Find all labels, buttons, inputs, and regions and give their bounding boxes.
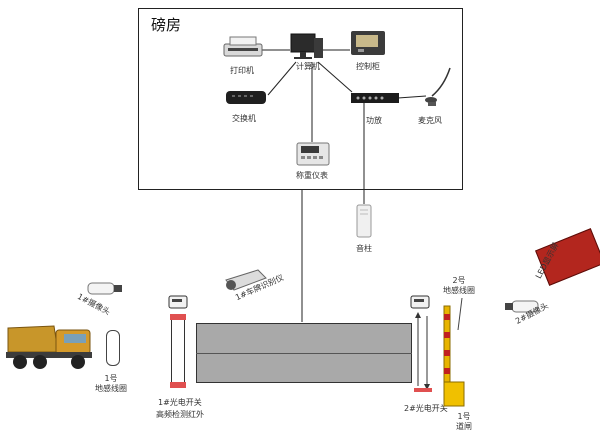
loop-coil-1	[106, 330, 120, 366]
photo-switch2-label: 2#光电开关	[404, 404, 448, 413]
weighbridge-room	[138, 8, 463, 190]
infrared-column	[171, 314, 185, 388]
camera1-icon	[87, 282, 122, 295]
loop1-label-line2: 地感线圈	[95, 384, 127, 393]
barrier-label-line2: 道闸	[456, 422, 472, 431]
loop2-leader	[457, 297, 463, 331]
photo-switch2-head-icon	[410, 295, 430, 309]
computer-label: 计算机	[296, 62, 320, 71]
plate-camera-icon	[225, 269, 267, 291]
room-title: 磅房	[151, 16, 182, 34]
microphone-icon	[425, 67, 451, 106]
scale-platform-divider	[196, 353, 412, 354]
amplifier-icon	[351, 93, 399, 103]
loop2-label-line2: 地感线圈	[443, 286, 475, 295]
infrared-bottom-cap	[170, 382, 186, 388]
dump-truck-icon	[6, 325, 92, 369]
cabinet-icon	[351, 31, 385, 55]
barrier-gate-icon	[443, 305, 465, 407]
speaker-icon	[356, 204, 372, 238]
microphone-label: 麦克风	[418, 116, 442, 125]
infrared-label: 高频检测红外	[156, 410, 204, 419]
photo-switch1-label: 1#光电开关	[158, 398, 202, 407]
amplifier-label: 功放	[366, 116, 382, 125]
infrared-top-cap	[170, 314, 186, 320]
printer-icon	[223, 36, 263, 57]
switch-label: 交换机	[232, 114, 256, 123]
weighing-instrument-label: 称重仪表	[296, 171, 328, 180]
printer-label: 打印机	[230, 66, 254, 75]
barrier-label-line1: 1号	[457, 412, 471, 421]
photo-switch2-beam	[414, 312, 432, 392]
switch-icon	[226, 91, 266, 104]
speaker-label: 音柱	[356, 244, 372, 253]
cabinet-label: 控制柜	[356, 62, 380, 71]
weighing-instrument-icon	[296, 142, 330, 166]
loop1-label-line1: 1号	[104, 374, 118, 383]
photo-switch1-head-icon	[168, 295, 188, 309]
computer-icon	[290, 33, 323, 59]
camera2-icon	[505, 300, 539, 313]
loop2-label-line1: 2号	[452, 276, 466, 285]
